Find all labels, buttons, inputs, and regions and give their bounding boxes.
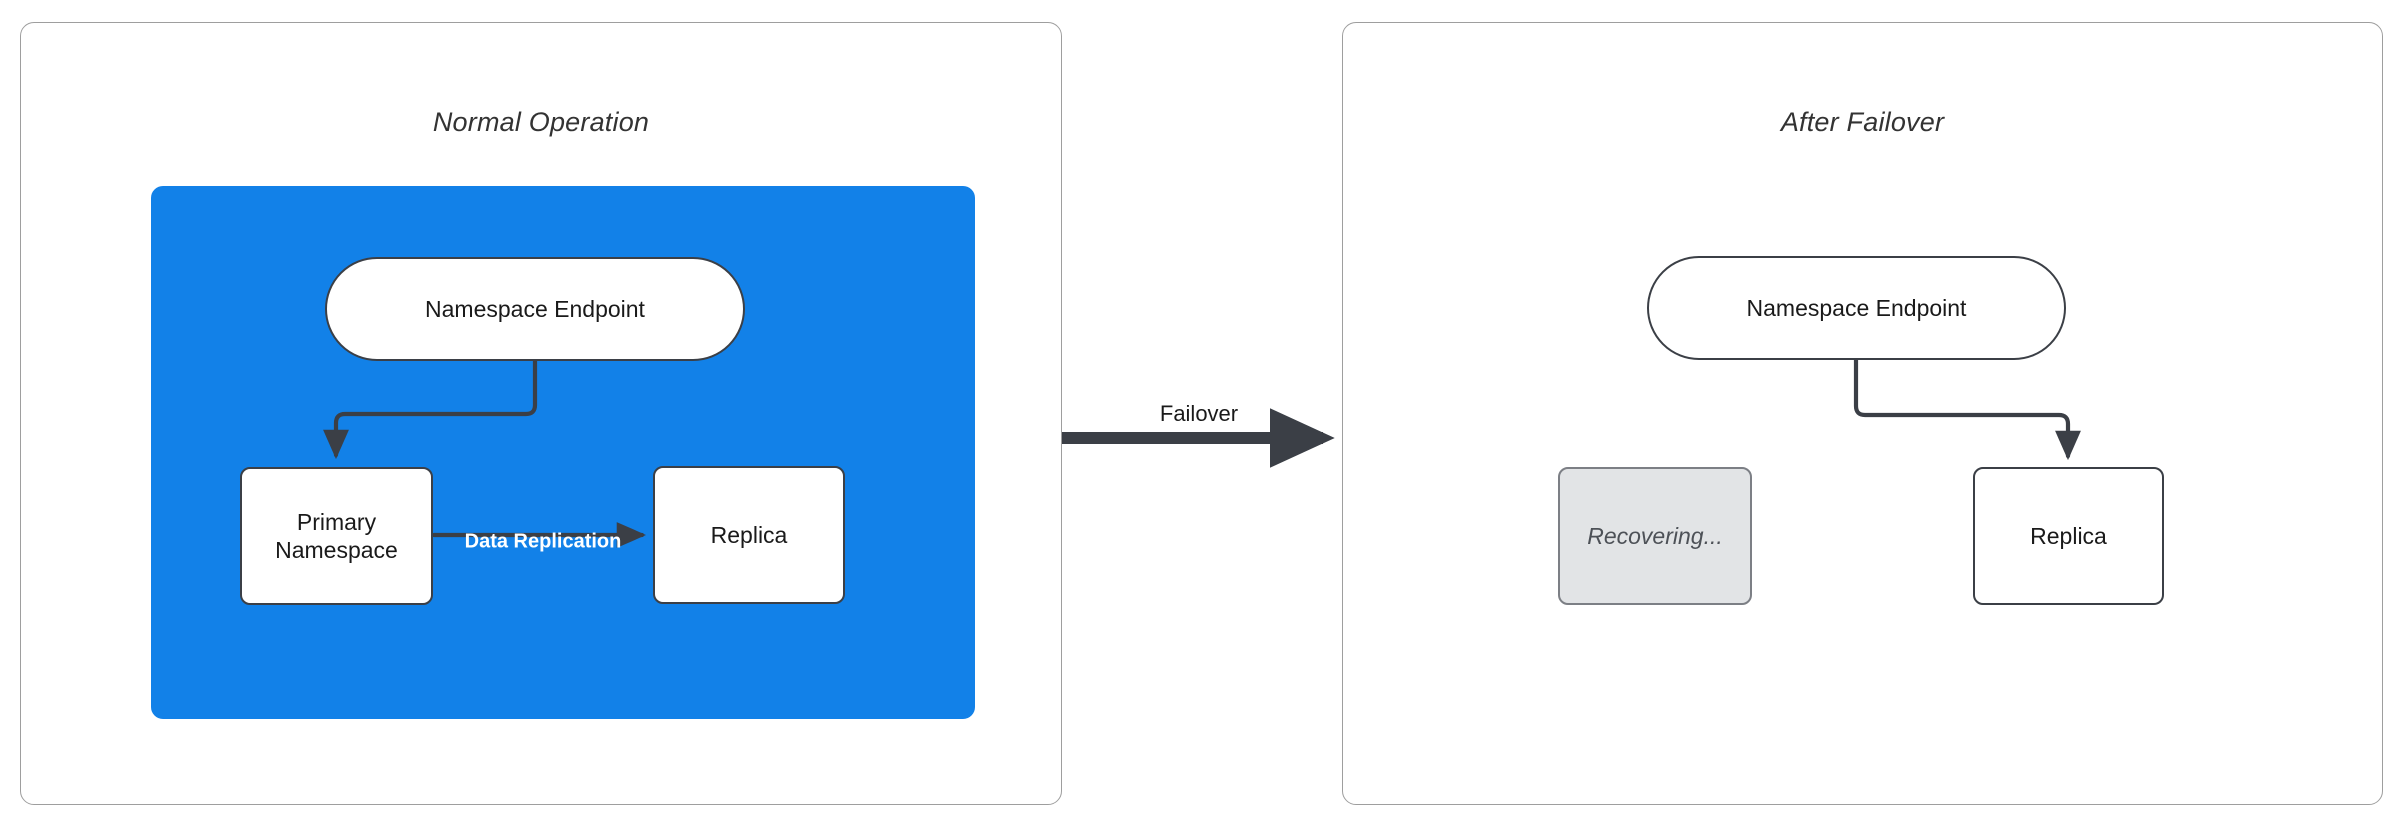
edge-label-failover: Failover bbox=[1159, 401, 1239, 426]
node-primary-namespace[interactable]: Primary Namespace bbox=[240, 467, 433, 605]
panel-normal-operation: Normal Operation bbox=[20, 22, 1062, 805]
panel-after-failover: After Failover bbox=[1342, 22, 2383, 805]
node-recovering[interactable]: Recovering... bbox=[1558, 467, 1752, 605]
node-namespace-endpoint-failover[interactable]: Namespace Endpoint bbox=[1647, 256, 2066, 360]
panel-title-normal-operation: Normal Operation bbox=[432, 107, 650, 137]
node-namespace-endpoint-normal[interactable]: Namespace Endpoint bbox=[325, 257, 745, 361]
edge-label-data-replication: Data Replication bbox=[464, 530, 622, 553]
node-replica-normal[interactable]: Replica bbox=[653, 466, 845, 604]
node-replica-failover[interactable]: Replica bbox=[1973, 467, 2164, 605]
panel-title-after-failover: After Failover bbox=[1780, 107, 1945, 137]
